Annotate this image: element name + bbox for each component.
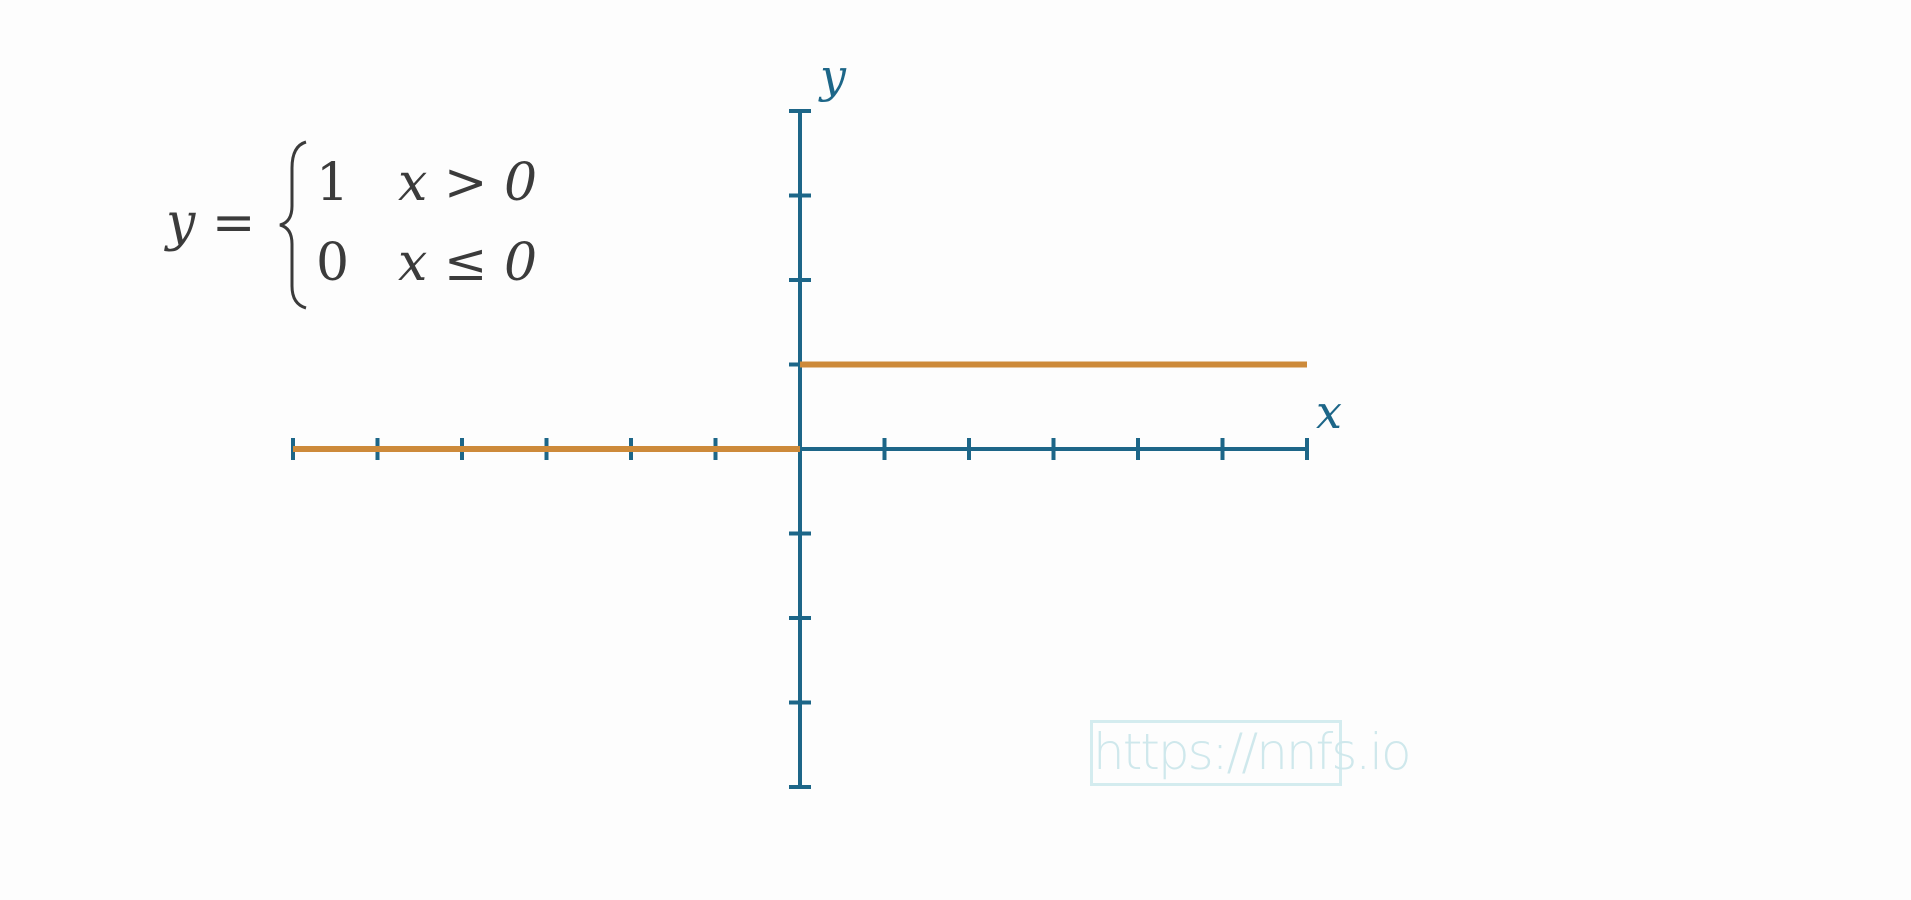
case-2-value: 0 — [316, 233, 349, 293]
equation-brace — [279, 140, 307, 310]
watermark: https://nnfs.io — [1090, 720, 1412, 786]
x-axis-label: x — [1316, 385, 1342, 439]
plot-area — [291, 109, 1309, 789]
case-1-condition: x > 0 — [398, 153, 537, 213]
case-2-condition: x ≤ 0 — [398, 233, 537, 293]
case-1-value: 1 — [316, 153, 349, 213]
y-axis-label: y — [818, 49, 847, 103]
equation: y = 1 x > 0 0 x ≤ 0 — [164, 140, 537, 310]
equation-lhs: y = — [164, 193, 255, 253]
